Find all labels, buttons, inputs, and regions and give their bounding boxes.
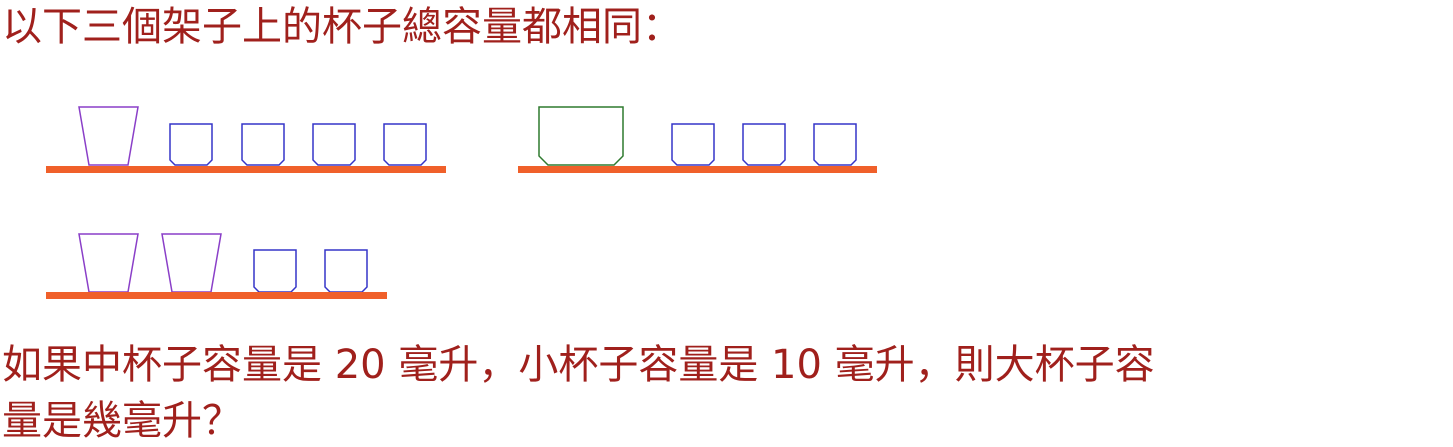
small-cup: [312, 123, 356, 166]
shelf-2: [518, 106, 877, 173]
large-cup: [161, 233, 222, 293]
large-cup: [78, 233, 139, 293]
shelf-board: [46, 292, 387, 299]
question-line-1: 如果中杯子容量是 20 毫升，小杯子容量是 10 毫升，則大杯子容: [2, 342, 1155, 388]
small-cup: [324, 249, 368, 293]
small-cup: [169, 123, 213, 166]
small-cup: [241, 123, 285, 166]
question-line-2: 量是幾毫升？: [2, 398, 242, 444]
small-cup: [253, 249, 297, 293]
small-cup: [742, 123, 786, 166]
shelf-3: [46, 233, 387, 299]
small-cup: [813, 123, 857, 166]
shelf-board: [518, 166, 877, 173]
small-cup: [383, 123, 427, 166]
shelf-board: [46, 166, 446, 173]
shelf-1: [46, 106, 446, 173]
small-cup: [671, 123, 715, 166]
large-cup: [78, 106, 139, 166]
problem-intro: 以下三個架子上的杯子總容量都相同：: [2, 4, 682, 50]
medium-cup: [538, 106, 624, 166]
